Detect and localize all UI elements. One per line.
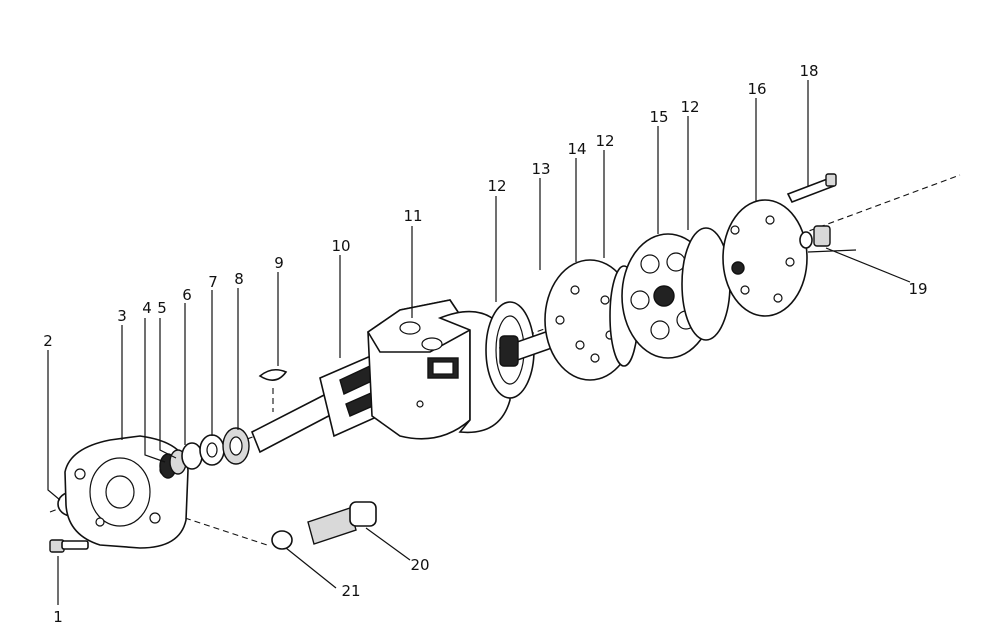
label-part-6: 6 xyxy=(182,286,192,304)
part-19-plug xyxy=(799,225,831,249)
label-part-4: 4 xyxy=(142,299,152,317)
label-part-18: 18 xyxy=(799,62,818,80)
label-part-20: 20 xyxy=(410,556,429,574)
part-21-washer xyxy=(271,530,293,550)
part-9-key xyxy=(258,368,288,381)
label-part-16: 16 xyxy=(747,80,766,98)
label-part-5: 5 xyxy=(157,299,167,317)
label-part-12-a: 12 xyxy=(487,177,506,195)
bolt-axis-lower xyxy=(184,517,271,547)
part-1-bolt xyxy=(49,539,89,553)
part-20-bolt xyxy=(307,501,377,545)
part-8-bearing xyxy=(222,427,250,465)
label-part-9: 9 xyxy=(274,254,284,272)
label-part-15: 15 xyxy=(649,108,668,126)
label-part-3: 3 xyxy=(117,307,127,325)
label-part-11: 11 xyxy=(403,207,422,225)
label-part-13: 13 xyxy=(531,160,550,178)
part-12-ring-c xyxy=(681,227,731,341)
part-18-bolt xyxy=(786,173,837,204)
label-part-1: 1 xyxy=(53,608,63,626)
part-3-front-flange xyxy=(64,435,189,549)
label-part-7: 7 xyxy=(208,273,218,291)
label-part-8: 8 xyxy=(234,270,244,288)
label-part-21: 21 xyxy=(341,582,360,600)
label-part-2: 2 xyxy=(43,332,53,350)
label-part-12-c: 12 xyxy=(680,98,699,116)
label-part-14: 14 xyxy=(567,140,586,158)
part-16-end-cover xyxy=(722,199,808,317)
label-part-10: 10 xyxy=(331,237,350,255)
label-part-12-b: 12 xyxy=(595,132,614,150)
part-6-ring xyxy=(181,442,203,470)
label-part-19: 19 xyxy=(908,280,927,298)
leader-lines xyxy=(47,80,911,605)
